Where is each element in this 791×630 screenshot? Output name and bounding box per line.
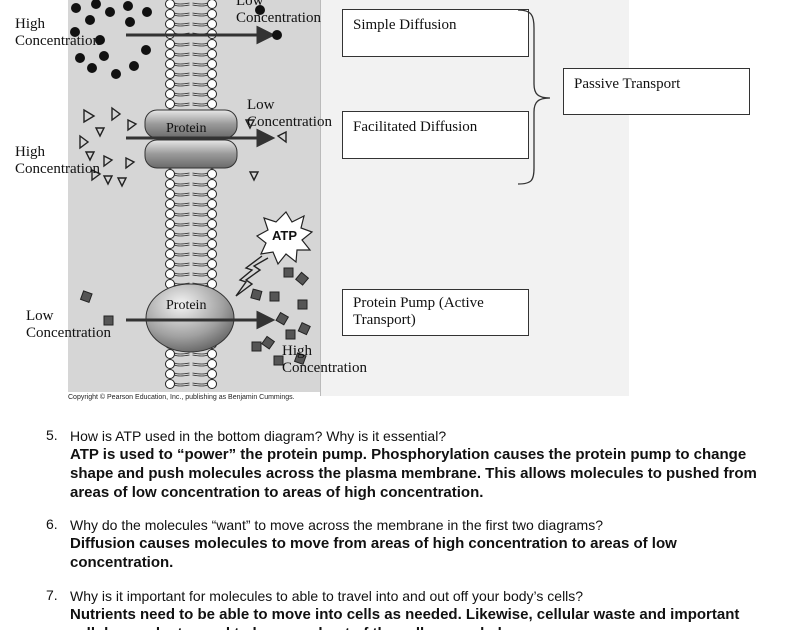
- label-low-concentration-2: Low Concentration: [247, 97, 332, 130]
- copyright-notice: Copyright © Pearson Education, Inc., pub…: [68, 394, 295, 401]
- answer-text: Nutrients need to be able to move into c…: [70, 606, 740, 630]
- question-7: 7. Why is it important for molecules to …: [46, 587, 766, 630]
- label-protein-channel: Protein: [166, 121, 207, 136]
- atp-burst: [255, 211, 314, 266]
- membrane-transport-diagram: [70, 0, 314, 389]
- question-number: 7.: [46, 587, 58, 603]
- label-atp: ATP: [272, 228, 298, 243]
- question-number: 5.: [46, 427, 58, 443]
- label-protein-pump: Protein: [166, 298, 207, 313]
- answer-text: Diffusion causes molecules to move from …: [70, 535, 677, 571]
- label-high-concentration-3: High Concentration: [282, 343, 367, 376]
- question-text: Why is it important for molecules to abl…: [70, 588, 584, 604]
- square-molecules: [79, 267, 311, 366]
- box-facilitated-diffusion: Facilitated Diffusion: [342, 111, 529, 159]
- pump-protein: [145, 283, 235, 353]
- question-text: Why do the molecules “want” to move acro…: [70, 517, 603, 533]
- question-number: 6.: [46, 516, 58, 532]
- triangle-molecules: [79, 106, 287, 188]
- passive-transport-brace: [517, 9, 551, 185]
- label-low-concentration-1: Low Concentration: [236, 0, 321, 26]
- answer-text: ATP is used to “power” the protein pump.…: [70, 446, 757, 501]
- box-protein-pump: Protein Pump (Active Transport): [342, 289, 529, 336]
- energy-bolt: [235, 255, 269, 297]
- question-text: How is ATP used in the bottom diagram? W…: [70, 428, 447, 444]
- box-passive-transport: Passive Transport: [563, 68, 750, 115]
- label-high-concentration-2: High Concentration: [15, 144, 100, 177]
- label-high-concentration-1: High Concentration: [15, 16, 100, 49]
- channel-protein: [144, 109, 238, 169]
- box-simple-diffusion: Simple Diffusion: [342, 9, 529, 57]
- question-5: 5. How is ATP used in the bottom diagram…: [46, 427, 766, 503]
- label-low-concentration-3: Low Concentration: [26, 308, 111, 341]
- question-6: 6. Why do the molecules “want” to move a…: [46, 516, 766, 572]
- small-molecules: [70, 0, 282, 79]
